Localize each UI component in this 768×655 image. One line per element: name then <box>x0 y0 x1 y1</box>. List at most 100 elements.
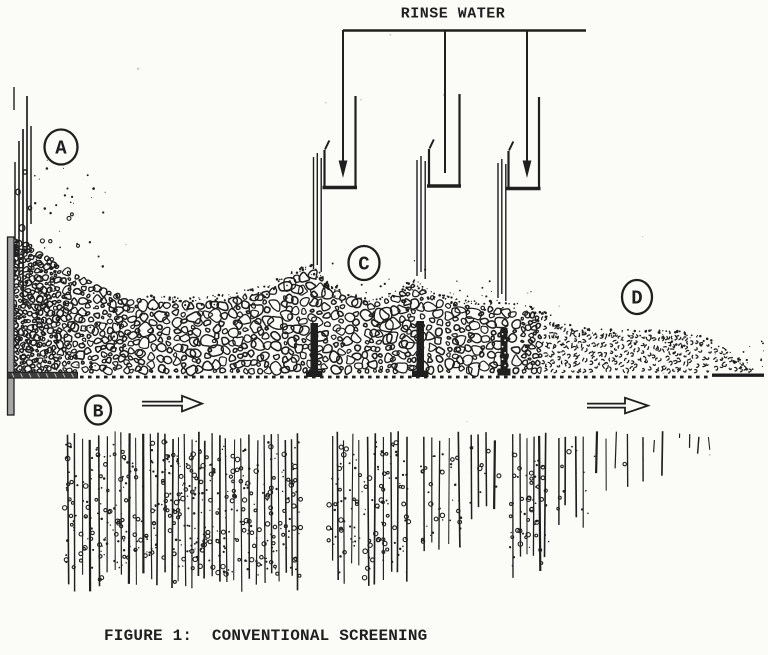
rock <box>23 248 31 254</box>
particle <box>395 476 398 480</box>
rock <box>138 336 150 349</box>
particle <box>65 486 68 489</box>
rock <box>87 316 95 323</box>
particle <box>174 553 177 556</box>
particle-ring <box>192 556 199 563</box>
particle-ring <box>121 454 127 460</box>
rock-fragment <box>566 330 572 337</box>
rock <box>127 347 135 355</box>
particle <box>286 284 288 287</box>
rock <box>419 289 427 296</box>
particle <box>630 340 633 342</box>
particle <box>194 486 197 489</box>
particle-ring <box>167 528 173 534</box>
particle-ring <box>529 480 534 485</box>
particle <box>438 293 442 297</box>
particle-ring <box>191 472 198 478</box>
rock-fragment <box>672 359 678 365</box>
underflow-line <box>574 436 578 518</box>
particle-ring <box>181 556 187 562</box>
rock <box>61 322 68 330</box>
particle <box>154 504 157 507</box>
particle <box>172 301 174 303</box>
particle <box>56 340 60 344</box>
rock-fragment <box>560 359 569 365</box>
rock <box>31 318 37 324</box>
particle-ring <box>380 451 385 457</box>
rock <box>84 302 91 309</box>
rock <box>41 274 50 282</box>
particle-ring <box>538 548 543 552</box>
particle-ring <box>469 445 474 450</box>
rock <box>16 239 23 248</box>
particle <box>331 477 334 480</box>
particle <box>295 506 298 508</box>
particle <box>212 294 214 297</box>
rock <box>363 328 373 340</box>
particle-ring <box>202 542 207 548</box>
rock <box>29 352 35 358</box>
particle <box>458 300 461 303</box>
particle <box>192 512 196 515</box>
particle <box>216 530 219 532</box>
cup-spout-tip <box>324 140 331 150</box>
rock <box>67 282 73 287</box>
particle <box>38 317 41 319</box>
particle-ring <box>338 517 344 523</box>
rock <box>528 332 535 339</box>
particle <box>271 546 274 549</box>
particle <box>224 517 227 519</box>
particle <box>289 566 292 569</box>
rock <box>298 325 310 336</box>
rock <box>480 325 489 335</box>
rock <box>18 269 24 276</box>
rock <box>180 343 189 354</box>
rock <box>44 300 54 310</box>
particle <box>650 329 652 331</box>
particle <box>14 294 16 296</box>
particle <box>230 508 233 511</box>
particle <box>191 299 194 303</box>
rock <box>300 360 306 366</box>
rock <box>61 360 68 367</box>
rock <box>229 368 234 374</box>
particle <box>200 511 203 514</box>
rock <box>520 353 527 359</box>
rock <box>406 364 415 372</box>
particle <box>195 541 198 544</box>
rock <box>335 327 346 336</box>
rock-fragment <box>676 357 682 363</box>
rock <box>29 363 36 369</box>
rock <box>29 270 34 276</box>
rock-fragment <box>681 344 689 350</box>
cup-spout-tip <box>508 141 515 151</box>
rock <box>397 304 410 315</box>
particle <box>556 326 559 328</box>
particle-ring <box>199 547 205 553</box>
particle <box>760 340 763 343</box>
rock-fragment <box>721 361 728 368</box>
rock-fragment <box>740 361 745 366</box>
particle-ring <box>249 491 254 496</box>
rock <box>281 331 289 340</box>
rock <box>67 360 71 365</box>
rock <box>257 367 264 375</box>
particle <box>281 490 284 493</box>
rock <box>464 344 473 353</box>
rock-fragment <box>542 325 548 330</box>
particle-ring <box>67 497 72 502</box>
particle <box>216 297 219 300</box>
rock <box>180 325 189 334</box>
particle <box>206 296 209 298</box>
particle <box>331 262 334 265</box>
rock <box>465 307 482 321</box>
particle <box>534 502 537 505</box>
particle-ring <box>208 471 214 477</box>
rock <box>114 315 124 324</box>
particle <box>255 537 258 539</box>
rock <box>49 261 58 269</box>
rock-fragment <box>683 336 688 342</box>
rock <box>19 341 26 348</box>
particle <box>253 503 256 506</box>
particle <box>171 563 174 566</box>
